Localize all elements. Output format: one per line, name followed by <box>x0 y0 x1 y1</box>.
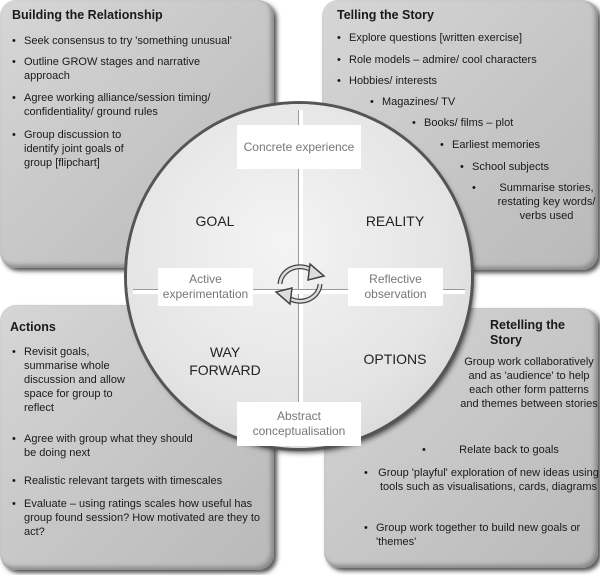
reflective-observation-label: Reflective observation <box>348 268 443 306</box>
telling-item: •Hobbies/ interests <box>337 75 438 87</box>
actions-title: Actions <box>10 320 56 334</box>
horizontal-divider <box>133 289 465 294</box>
building-item: •Outline GROW stages and narrative appro… <box>12 56 201 82</box>
telling-item: •School subjects <box>460 161 550 173</box>
building-item: •Seek consensus to try 'something unusua… <box>12 35 232 47</box>
retelling-title: Retelling the Story <box>490 318 566 347</box>
cycle-arrows-icon <box>274 262 326 306</box>
telling-item: •Books/ films – plot <box>412 117 514 129</box>
actions-item: •Agree with group what they should be do… <box>12 433 193 459</box>
active-experimentation-label: Active experimentation <box>158 268 253 306</box>
retelling-item: •Group work collaboratively and as 'audi… <box>447 356 598 410</box>
telling-item: •Role models – admire/ cool characters <box>337 54 537 66</box>
telling-item: •Explore questions [written exercise] <box>337 32 523 44</box>
concrete-experience-label: Concrete experience <box>237 125 361 169</box>
goal-label: GOAL <box>195 213 235 229</box>
building-title: Building the Relationship <box>12 8 163 22</box>
building-item: •Group discussion to identify joint goal… <box>12 129 124 169</box>
reality-label: REALITY <box>365 213 425 229</box>
actions-item: •Realistic relevant targets with timesca… <box>12 475 223 487</box>
way-forward-label: WAY FORWARD <box>189 344 261 378</box>
telling-title: Telling the Story <box>337 8 434 22</box>
telling-item: •Earliest memories <box>440 139 541 151</box>
telling-item: •Magazines/ TV <box>370 96 456 108</box>
abstract-conceptualisation-label: Abstract conceptualisation <box>237 402 361 446</box>
telling-item: •Summarise stories, restating key words/… <box>472 182 596 222</box>
actions-item: •Evaluate – using ratings scales how use… <box>12 498 261 538</box>
building-item: •Agree working alliance/session timing/ … <box>12 92 211 118</box>
options-label: OPTIONS <box>363 351 427 367</box>
retelling-item: •Group work together to build new goals … <box>364 522 581 548</box>
actions-item: •Revisit goals, summarise whole discussi… <box>12 346 125 414</box>
retelling-item: •Group 'playful' exploration of new idea… <box>364 467 599 493</box>
retelling-item: •Relate back to goals <box>422 444 559 456</box>
vertical-divider <box>298 110 303 444</box>
